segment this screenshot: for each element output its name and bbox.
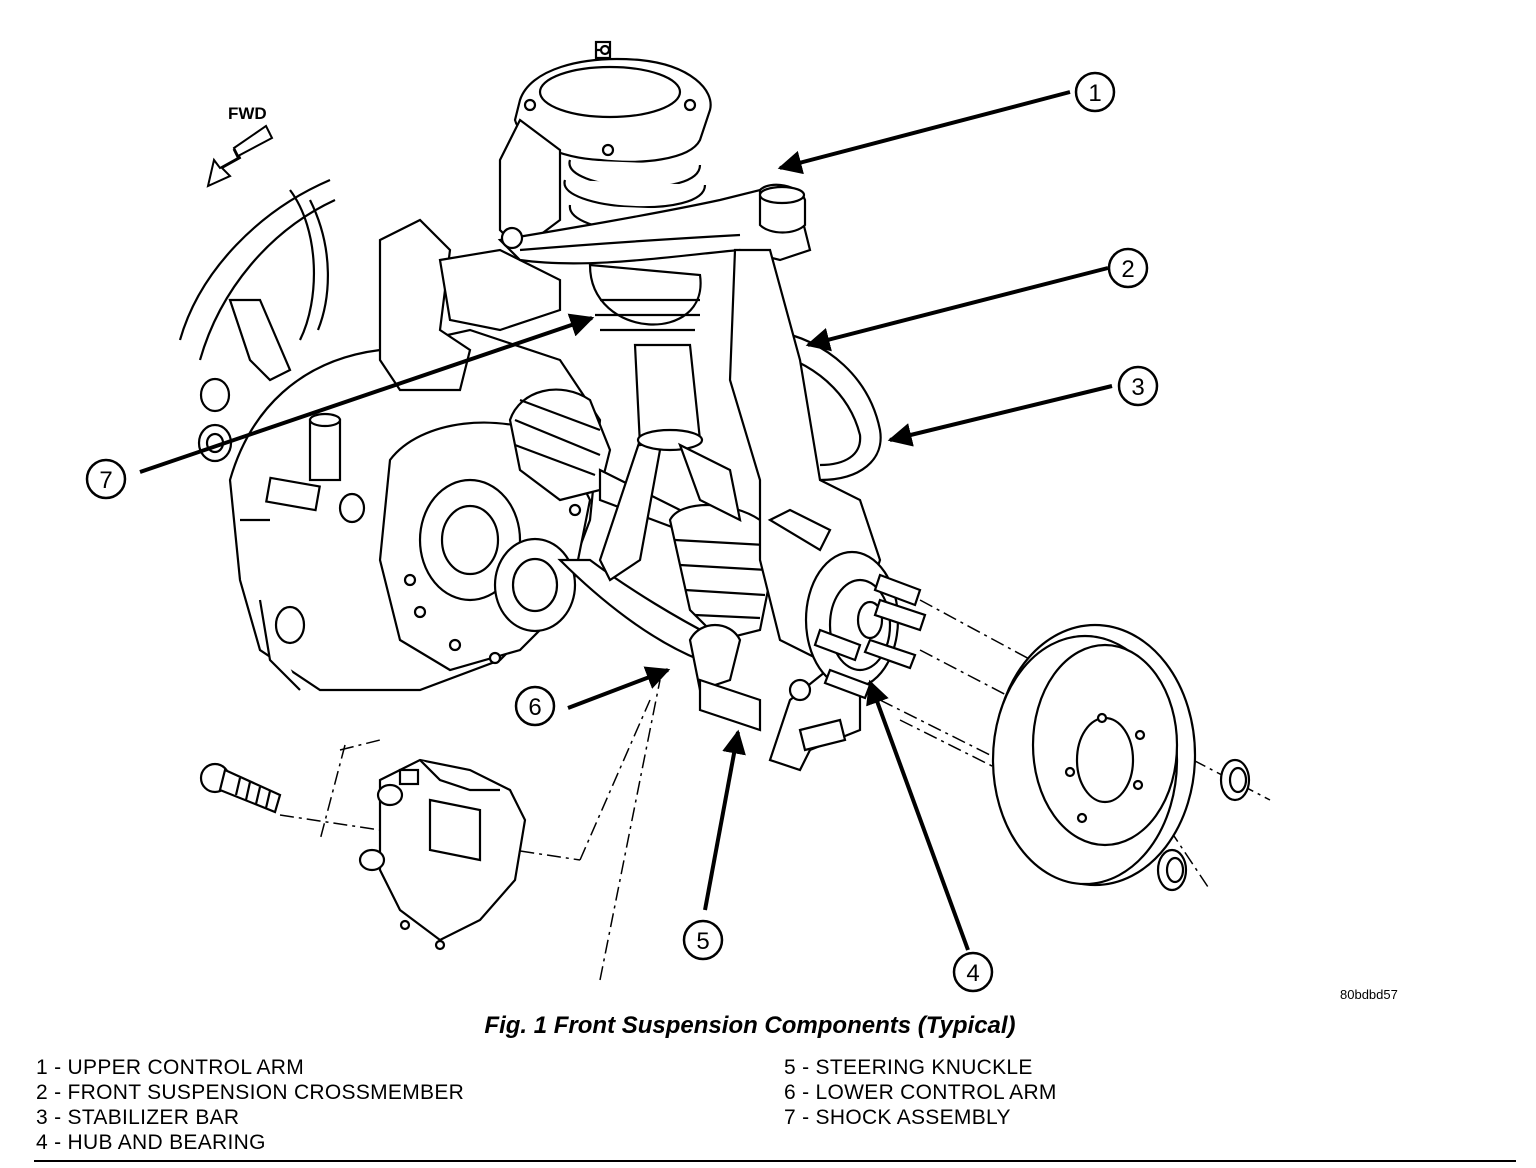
bottom-divider (34, 1160, 1516, 1162)
legend-column-left: 1 - UPPER CONTROL ARM 2 - FRONT SUSPENSI… (36, 1055, 464, 1155)
callout-number-2: 2 (1121, 256, 1134, 283)
figure-id: 80bdbd57 (1340, 987, 1398, 1002)
callout-circle-1 (1074, 71, 1116, 113)
callout-numbers: 1 2 3 4 5 6 7 (99, 80, 1144, 987)
callout-number-1: 1 (1088, 80, 1101, 107)
leader-6 (567, 666, 671, 710)
transaxle-housing (197, 328, 602, 692)
callout-number-5: 5 (696, 928, 709, 955)
mount-bracket (228, 218, 562, 392)
brake-rotor (991, 623, 1197, 887)
legend-column-right: 5 - STEERING KNUCKLE 6 - LOWER CONTROL A… (784, 1055, 1057, 1130)
callout-number-7: 7 (99, 467, 112, 494)
leader-3 (887, 384, 1113, 447)
callout-circle-3 (1117, 365, 1159, 407)
legend-item-7: 7 - SHOCK ASSEMBLY (784, 1106, 1011, 1129)
callout-circle-6 (514, 685, 556, 727)
callout-number-6: 6 (528, 694, 541, 721)
leader-1 (777, 90, 1071, 175)
lower-control-arm (557, 438, 742, 692)
callout-arrows (139, 90, 1113, 951)
leader-2 (805, 266, 1109, 352)
leader-4 (866, 679, 970, 951)
leader-7 (139, 313, 595, 474)
hub-and-bearing (804, 550, 927, 700)
brake-caliper (358, 758, 527, 951)
callout-markers (85, 71, 1159, 993)
upper-control-arm (497, 183, 812, 265)
legend-item-4: 4 - HUB AND BEARING (36, 1131, 266, 1154)
leader-5 (703, 729, 746, 911)
callout-circle-7 (85, 458, 127, 500)
figure-caption: Fig. 1 Front Suspension Components (Typi… (484, 1012, 1016, 1039)
legend-item-6: 6 - LOWER CONTROL ARM (784, 1081, 1057, 1104)
legend-item-3: 3 - STABILIZER BAR (36, 1106, 240, 1129)
fwd-arrow-icon (206, 124, 274, 188)
fwd-label: FWD (228, 104, 267, 123)
legend-item-5: 5 - STEERING KNUCKLE (784, 1056, 1033, 1079)
legend-item-2: 2 - FRONT SUSPENSION CROSSMEMBER (36, 1081, 465, 1104)
callout-circle-5 (682, 919, 724, 961)
callout-number-3: 3 (1131, 374, 1144, 401)
lug-nuts (1156, 758, 1251, 892)
suspension-illustration: 1 2 3 4 5 6 7 (85, 40, 1271, 993)
body-outline (178, 178, 336, 361)
callout-circle-4 (952, 951, 994, 993)
caliper-bolt (199, 762, 282, 814)
legend-item-1: 1 - UPPER CONTROL ARM (36, 1056, 305, 1079)
callout-circle-2 (1107, 247, 1149, 289)
callout-number-4: 4 (966, 960, 979, 987)
